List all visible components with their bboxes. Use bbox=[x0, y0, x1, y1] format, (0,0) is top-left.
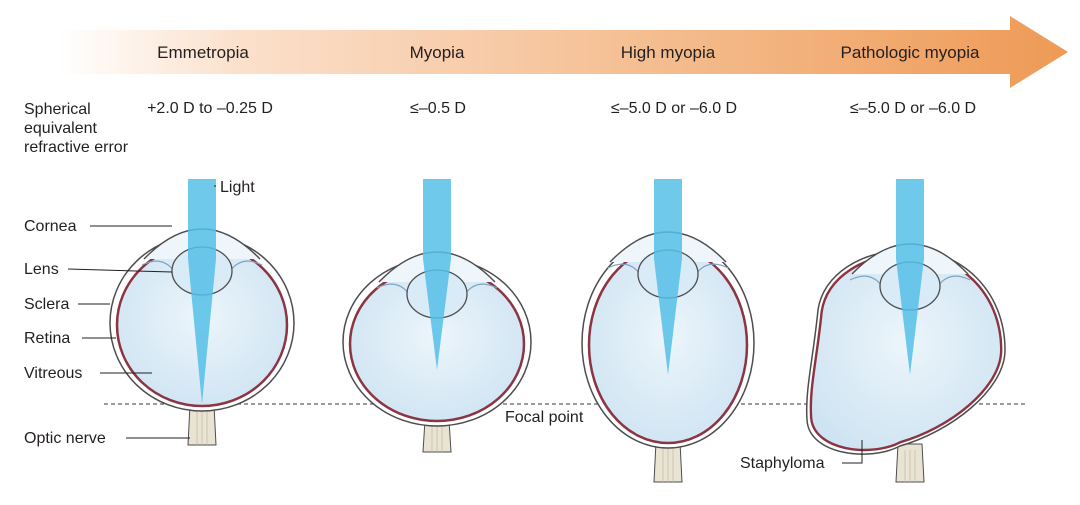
refraction-high-myopia: ≤–5.0 D or –6.0 D bbox=[610, 100, 738, 117]
row-label-line-3: refractive error bbox=[24, 139, 129, 156]
label-retina: Retina bbox=[24, 330, 71, 347]
light-beam-emmetropia bbox=[188, 179, 216, 404]
label-sclera: Sclera bbox=[24, 296, 70, 313]
progression-arrow bbox=[60, 16, 1068, 88]
stage-title-high-myopia: High myopia bbox=[620, 43, 716, 62]
stage-title-emmetropia: Emmetropia bbox=[157, 43, 249, 62]
label-focal-point: Focal point bbox=[505, 409, 584, 426]
label-staphyloma: Staphyloma bbox=[740, 455, 825, 472]
leader-lines bbox=[67, 185, 863, 464]
row-label-line-1: Spherical bbox=[24, 101, 91, 118]
eye-pathologic-myopia bbox=[805, 243, 1006, 483]
label-optic-nerve: Optic nerve bbox=[24, 430, 106, 447]
stage-title-myopia: Myopia bbox=[409, 43, 465, 62]
refraction-myopia: ≤–0.5 D bbox=[410, 100, 466, 117]
light-beam-high-myopia bbox=[654, 179, 682, 375]
label-lens: Lens bbox=[24, 261, 59, 278]
label-light: Light bbox=[220, 179, 255, 196]
leader-lens bbox=[67, 268, 173, 273]
eyes-group bbox=[109, 179, 1006, 483]
refraction-pathologic-myopia: ≤–5.0 D or –6.0 D bbox=[849, 100, 977, 117]
light-beam-myopia bbox=[423, 179, 451, 370]
label-vitreous: Vitreous bbox=[24, 365, 83, 382]
label-cornea: Cornea bbox=[24, 218, 77, 235]
light-beam-pathologic-myopia bbox=[896, 179, 924, 375]
refraction-emmetropia: +2.0 D to –0.25 D bbox=[147, 100, 273, 117]
refractive-error-row-label: Spherical equivalent refractive error bbox=[24, 100, 128, 157]
leader-staphyloma bbox=[842, 440, 863, 464]
row-label-line-2: equivalent bbox=[24, 120, 97, 137]
stage-title-pathologic-myopia: Pathologic myopia bbox=[840, 43, 980, 62]
